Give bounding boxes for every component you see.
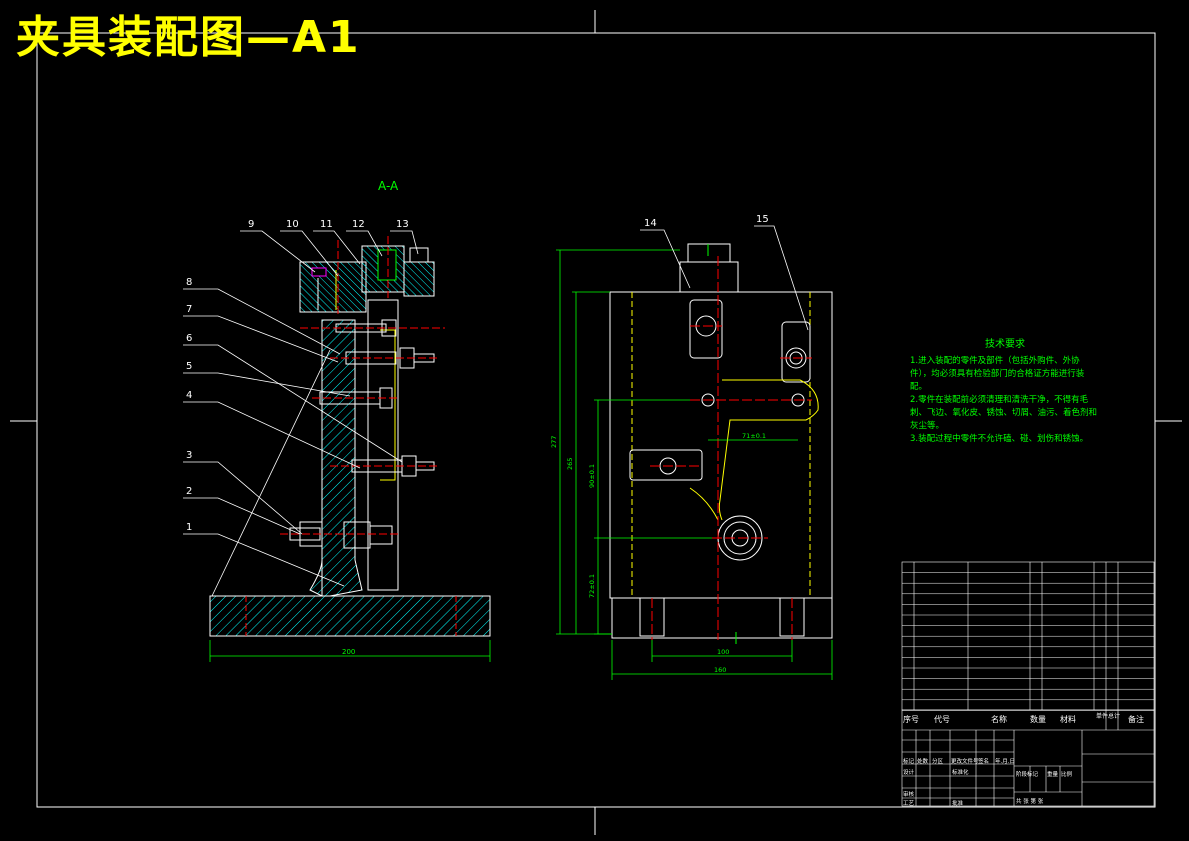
bom-h-total: 总计 [1108,712,1120,720]
callout-12: 12 [352,219,365,230]
tb-r1-1: 处数 [917,757,929,765]
dim-bottom-2: 160 [714,666,726,674]
tech-item-3: 3.装配过程中零件不允许磕、碰、划伤和锈蚀。 [910,434,1089,444]
title-block [901,709,1155,807]
tb-approve: 批准 [952,799,964,807]
bom-h-no: 序号 [903,714,919,724]
tb-scale: 比例 [1061,770,1073,778]
section-view-left [183,230,491,662]
callout-10: 10 [286,219,299,230]
technical-requirements: 技术要求 1.进入装配的零件及部件（包括外购件、外协件），均必须具有检验部门的合… [910,338,1100,446]
dim-base-width: 200 [342,648,355,656]
callout-7: 7 [186,304,192,315]
bom-h-unit: 单件 [1096,712,1108,720]
dim-inner-1: 71±0.1 [742,432,766,440]
front-view-right [556,225,833,680]
drawing-title: 夹具装配图—A1 [16,12,361,63]
tb-stage: 阶段标记 [1016,770,1039,778]
tb-craft: 工艺 [903,800,915,807]
tech-heading: 技术要求 [985,339,1025,350]
bom-header: 序号 代号 名称 数量 材料 单件 总计 备注 [903,712,1144,724]
tb-r1-3: 更改文件号 [951,757,979,765]
callout-13: 13 [396,219,409,230]
dim-height-2: 265 [566,458,574,470]
bom-h-code: 代号 [934,714,950,724]
callout-8: 8 [186,277,192,288]
callout-9: 9 [248,219,254,230]
tb-r1-0: 标记 [903,757,915,765]
dim-height-1: 277 [550,436,558,448]
tech-item-2: 2.零件在装配前必须清理和清洗干净，不得有毛刺、飞边、氧化皮、锈蚀、切屑、油污、… [910,395,1098,431]
callout-14: 14 [644,218,657,229]
tb-r1-4: 签名 [978,757,989,765]
dim-inner-2: 90±0.1 [588,464,596,488]
callout-11: 11 [320,219,333,230]
dim-inner-3: 72±0.1 [588,574,596,598]
tb-r1-5: 年.月.日 [995,757,1015,765]
callout-2: 2 [186,486,192,497]
bom-table [901,561,1155,730]
bom-h-mat: 材料 [1060,714,1076,724]
tb-weight: 重量 [1047,770,1059,778]
callout-4: 4 [186,390,192,401]
tb-review: 审核 [903,790,915,798]
dims-right: 100 160 277 265 90±0.1 72±0.1 71±0.1 [550,432,766,674]
bom-rows [902,572,1154,711]
bom-h-remark: 备注 [1128,714,1144,724]
callouts-right: 14 15 [644,214,769,229]
bom-h-qty: 数量 [1030,714,1046,724]
tech-item-1: 1.进入装配的零件及部件（包括外购件、外协件），均必须具有检验部门的合格证方能进… [910,356,1085,392]
tb-r1-2: 分区 [932,757,944,765]
section-label: A-A [378,179,399,193]
callout-15: 15 [756,214,769,225]
dim-bottom-1: 100 [717,648,729,656]
callouts-left: 1 2 3 4 5 6 7 8 9 10 11 12 13 [186,219,409,533]
tb-design: 设计 [903,768,915,776]
sheet-frame [10,10,1182,835]
title-block-text: 标记 处数 分区 更改文件号 签名 年.月.日 设计 标准化 阶段标记 重量 比… [903,757,1073,807]
callout-3: 3 [186,450,192,461]
callout-5: 5 [186,361,192,372]
callout-1: 1 [186,522,192,533]
tb-std: 标准化 [952,768,969,776]
callout-6: 6 [186,333,192,344]
tb-sheet: 共 张 第 张 [1016,797,1044,805]
bom-h-name: 名称 [991,714,1007,724]
